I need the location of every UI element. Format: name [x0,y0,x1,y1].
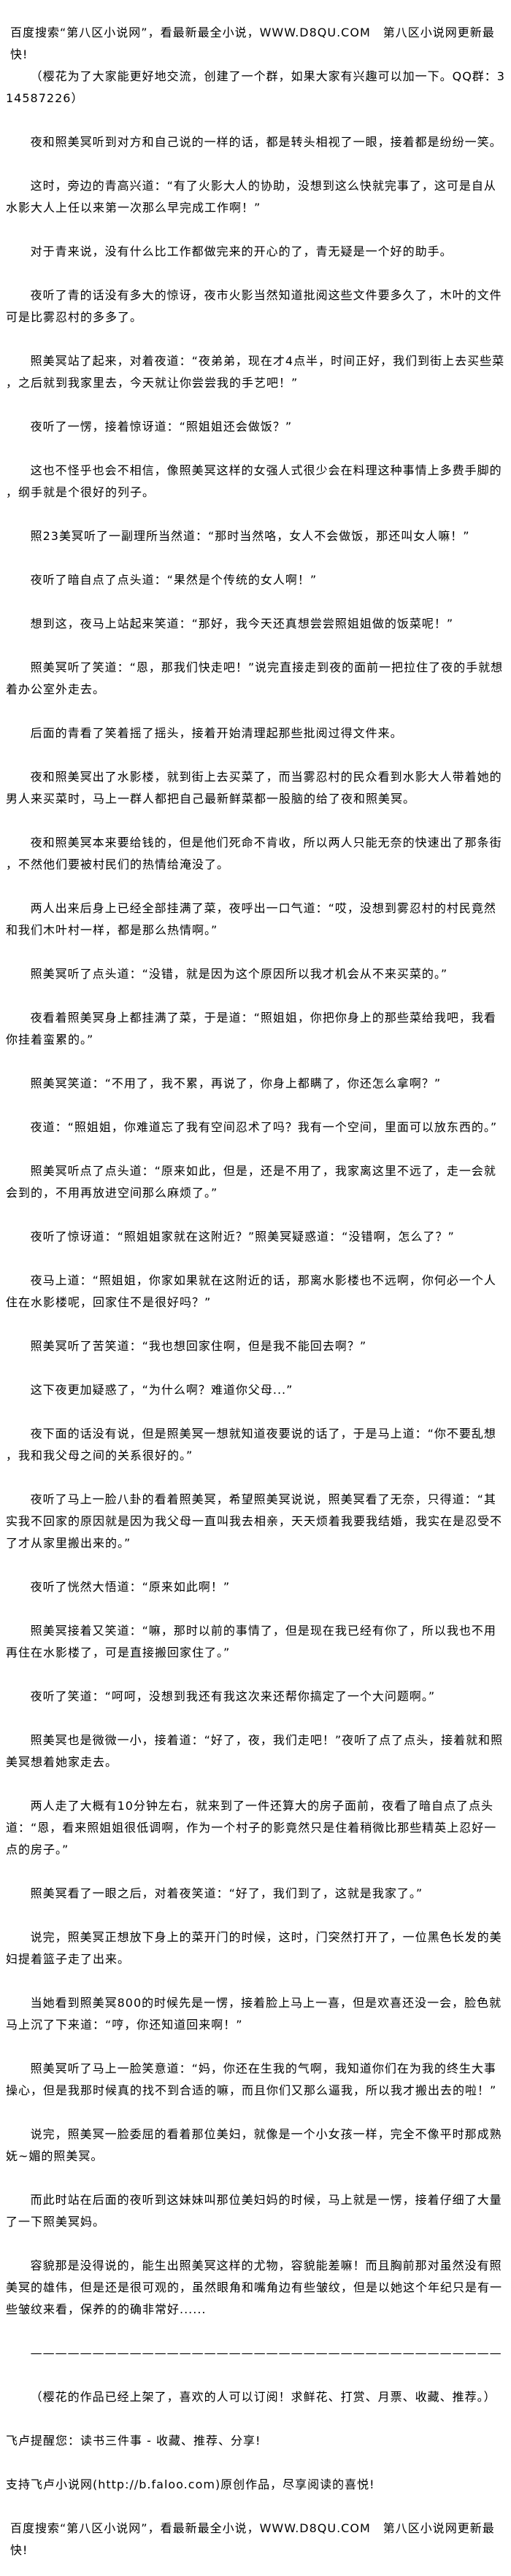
story-paragraph: 这时，旁边的青高兴道：“有了火影大人的协助，没想到这么快就完事了，这可是自从水影… [6,179,496,215]
story-paragraph: 照美冥听了马上一脸笑意道：“妈，你还在生我的气啊，我知道你们在为我的终生大事操心… [6,2062,497,2097]
story-paragraph: 照美冥听点了点头道：“原来如此，但是，还是不用了，我家离这里不远了，走一会就会到… [6,1164,496,1200]
story-paragraph: 说完，照美冥正想放下身上的菜开门的时候，这时，门突然打开了，一位黑色长发的美妇提… [6,1930,502,1966]
story-paragraph: 夜听了暗自点了点头道：“果然是个传统的女人啊！” [30,573,318,587]
chapter-body: 夜和照美冥听到对方和自己说的一样的话，都是转头相视了一眼，接着都是纷纷一笑。这时… [6,131,505,2321]
site-banner-top: 百度搜索“第八区小说网”，看最新最全小说，WWW.D8QU.COM 第八区小说网… [10,26,495,61]
story-paragraph: 夜道：“照姐姐，你难道忘了我有空间忍术了吗？我有一个空间，里面可以放东西的。” [30,1120,498,1134]
story-paragraph: 照美冥接着又笑道：“嘛，那时以前的事情了，但是现在我已经有你了，所以我也不用再住… [6,1624,496,1659]
story-paragraph: 照美冥笑道：“不用了，我不累，再说了，你身上都瞒了，你还怎么拿啊？” [30,1076,442,1090]
story-paragraph: 对于青来说，没有什么比工作都做完来的开心的了，青无疑是一个好的助手。 [30,244,453,258]
story-paragraph: 夜看着照美冥身上都挂满了菜，于是道：“照姐姐，你把你身上的那些菜给我吧，我看你挂… [6,1011,496,1046]
story-paragraph: 而此时站在后面的夜听到这妹妹叫那位美妇妈的时候，马上就是一愣，接着仔细了大量了一… [6,2193,502,2229]
story-paragraph: 照美冥也是微微一小，接着道：“好了，夜，我们走吧！”夜听了点了点头，接着就和照美… [6,1733,504,1769]
story-paragraph: 照美冥站了起来，对着夜道：“夜弟弟，现在才4点半，时间正好，我们到街上去买些菜，… [6,354,505,390]
story-paragraph: 照23美冥听了一副理所当然道：“那时当然咯，女人不会做饭，那还叫女人嘛！” [30,529,470,543]
story-paragraph: 容貌那是没得说的，能生出照美冥这样的尤物，容貌能差嘛！而且胸前那对虽然没有照美冥… [6,2259,503,2316]
story-paragraph: 夜听了恍然大悟道：“原来如此啊！” [30,1580,231,1594]
story-paragraph: 夜马上道：“照姐姐，你家如果就在这附近的话，那离水影楼也不远啊，你何必一个人住在… [6,1273,496,1309]
story-paragraph: 夜和照美冥出了水影楼，就到街上去买菜了，而当雾忍村的民众看到水影大人带着她的男人… [6,770,502,806]
story-paragraph: 夜听了惊讶道：“照姐姐家就在这附近？”照美冥疑惑道：“没错啊，怎么了？” [30,1230,455,1243]
support-notice: 支持飞卢小说网(http://b.faloo.com)原创作品，尽享阅读的喜悦! [6,2477,375,2491]
story-paragraph: 这也不怪乎也会不相信，像照美冥这样的女强人式很少会在料理这种事情上多费手脚的，纲… [6,463,502,499]
story-paragraph: 夜和照美冥本来要给钱的，但是他们死命不肯收，所以两人只能无奈的快速出了那条街，不… [6,836,502,871]
story-paragraph: 这下夜更加疑惑了，“为什么啊？难道你父母...” [30,1383,293,1397]
story-paragraph: 两人走了大概有10分钟左右，就来到了一件还算大的房子面前，夜看了暗自点了点头道：… [6,1799,497,1856]
story-paragraph: 后面的青看了笑着摇了摇头，接着开始清理起那些批阅过得文件来。 [30,726,403,740]
story-paragraph: 想到这，夜马上站起来笑道：“那好，我今天还真想尝尝照姐姐做的饭菜呢！” [30,617,454,630]
story-paragraph: 照美冥听了点头道：“没错，就是因为这个原因所以我才机会从不来买菜的。” [30,967,448,981]
story-paragraph: 照美冥听了笑道：“恩，那我们快走吧！”说完直接走到夜的面前一把拉住了夜的手就想着… [6,660,504,696]
story-paragraph: 夜听了笑道：“呵呵，没想到我还有我这次来还帮你搞定了一个大问题啊。” [30,1689,436,1703]
story-paragraph: 照美冥看了一眼之后，对着夜笑道：“好了，我们到了，这就是我家了。” [30,1886,423,1900]
story-paragraph: 夜听了青的话没有多大的惊讶，夜市火影当然知道批阅这些文件要多久了，木叶的文件可是… [6,288,502,324]
site-banner-bottom: 百度搜索“第八区小说网”，看最新最全小说，WWW.D8QU.COM 第八区小说网… [10,2521,495,2557]
story-paragraph: 夜听了马上一脸八卦的看着照美冥，希望照美冥说说，照美冥看了无奈，只得道：“其实我… [6,1492,503,1550]
story-paragraph: 照美冥听了苦笑道：“我也想回家住啊，但是我不能回去啊？” [30,1339,367,1353]
divider-line: —————————————————————————————————————— [30,2346,502,2360]
story-paragraph: 当她看到照美冥800的时候先是一愣，接着脸上马上一喜，但是欢喜还没一会，脸色就马… [6,1996,502,2032]
story-paragraph: 夜和照美冥听到对方和自己说的一样的话，都是转头相视了一眼，接着都是纷纷一笑。 [30,135,502,149]
story-paragraph: 两人出来后身上已经全部挂满了菜，夜呼出一口气道：“哎，没想到雾忍村的村民竟然和我… [6,901,496,937]
story-paragraph: 说完，照美冥一脸委屈的看着那位美妇，就像是一个小女孩一样，完全不像平时那成熟妩~… [6,2127,502,2163]
author-note: （樱花的作品已经上架了，喜欢的人可以订阅！求鲜花、打赏、月票、收藏、推荐。） [30,2390,496,2404]
story-paragraph: 夜听了一愣，接着惊讶道：“照姐姐还会做饭？” [30,420,293,433]
reading-reminder: 飞卢提醒您：读书三件事 - 收藏、推荐、分享! [6,2434,261,2448]
qq-group-note: （樱花为了大家能更好地交流，创建了一个群，如果大家有兴趣可以加一下。QQ群：31… [6,69,505,105]
story-paragraph: 夜下面的话没有说，但是照美冥一想就知道夜要说的话了，于是马上道：“你不要乱想，我… [6,1427,496,1462]
